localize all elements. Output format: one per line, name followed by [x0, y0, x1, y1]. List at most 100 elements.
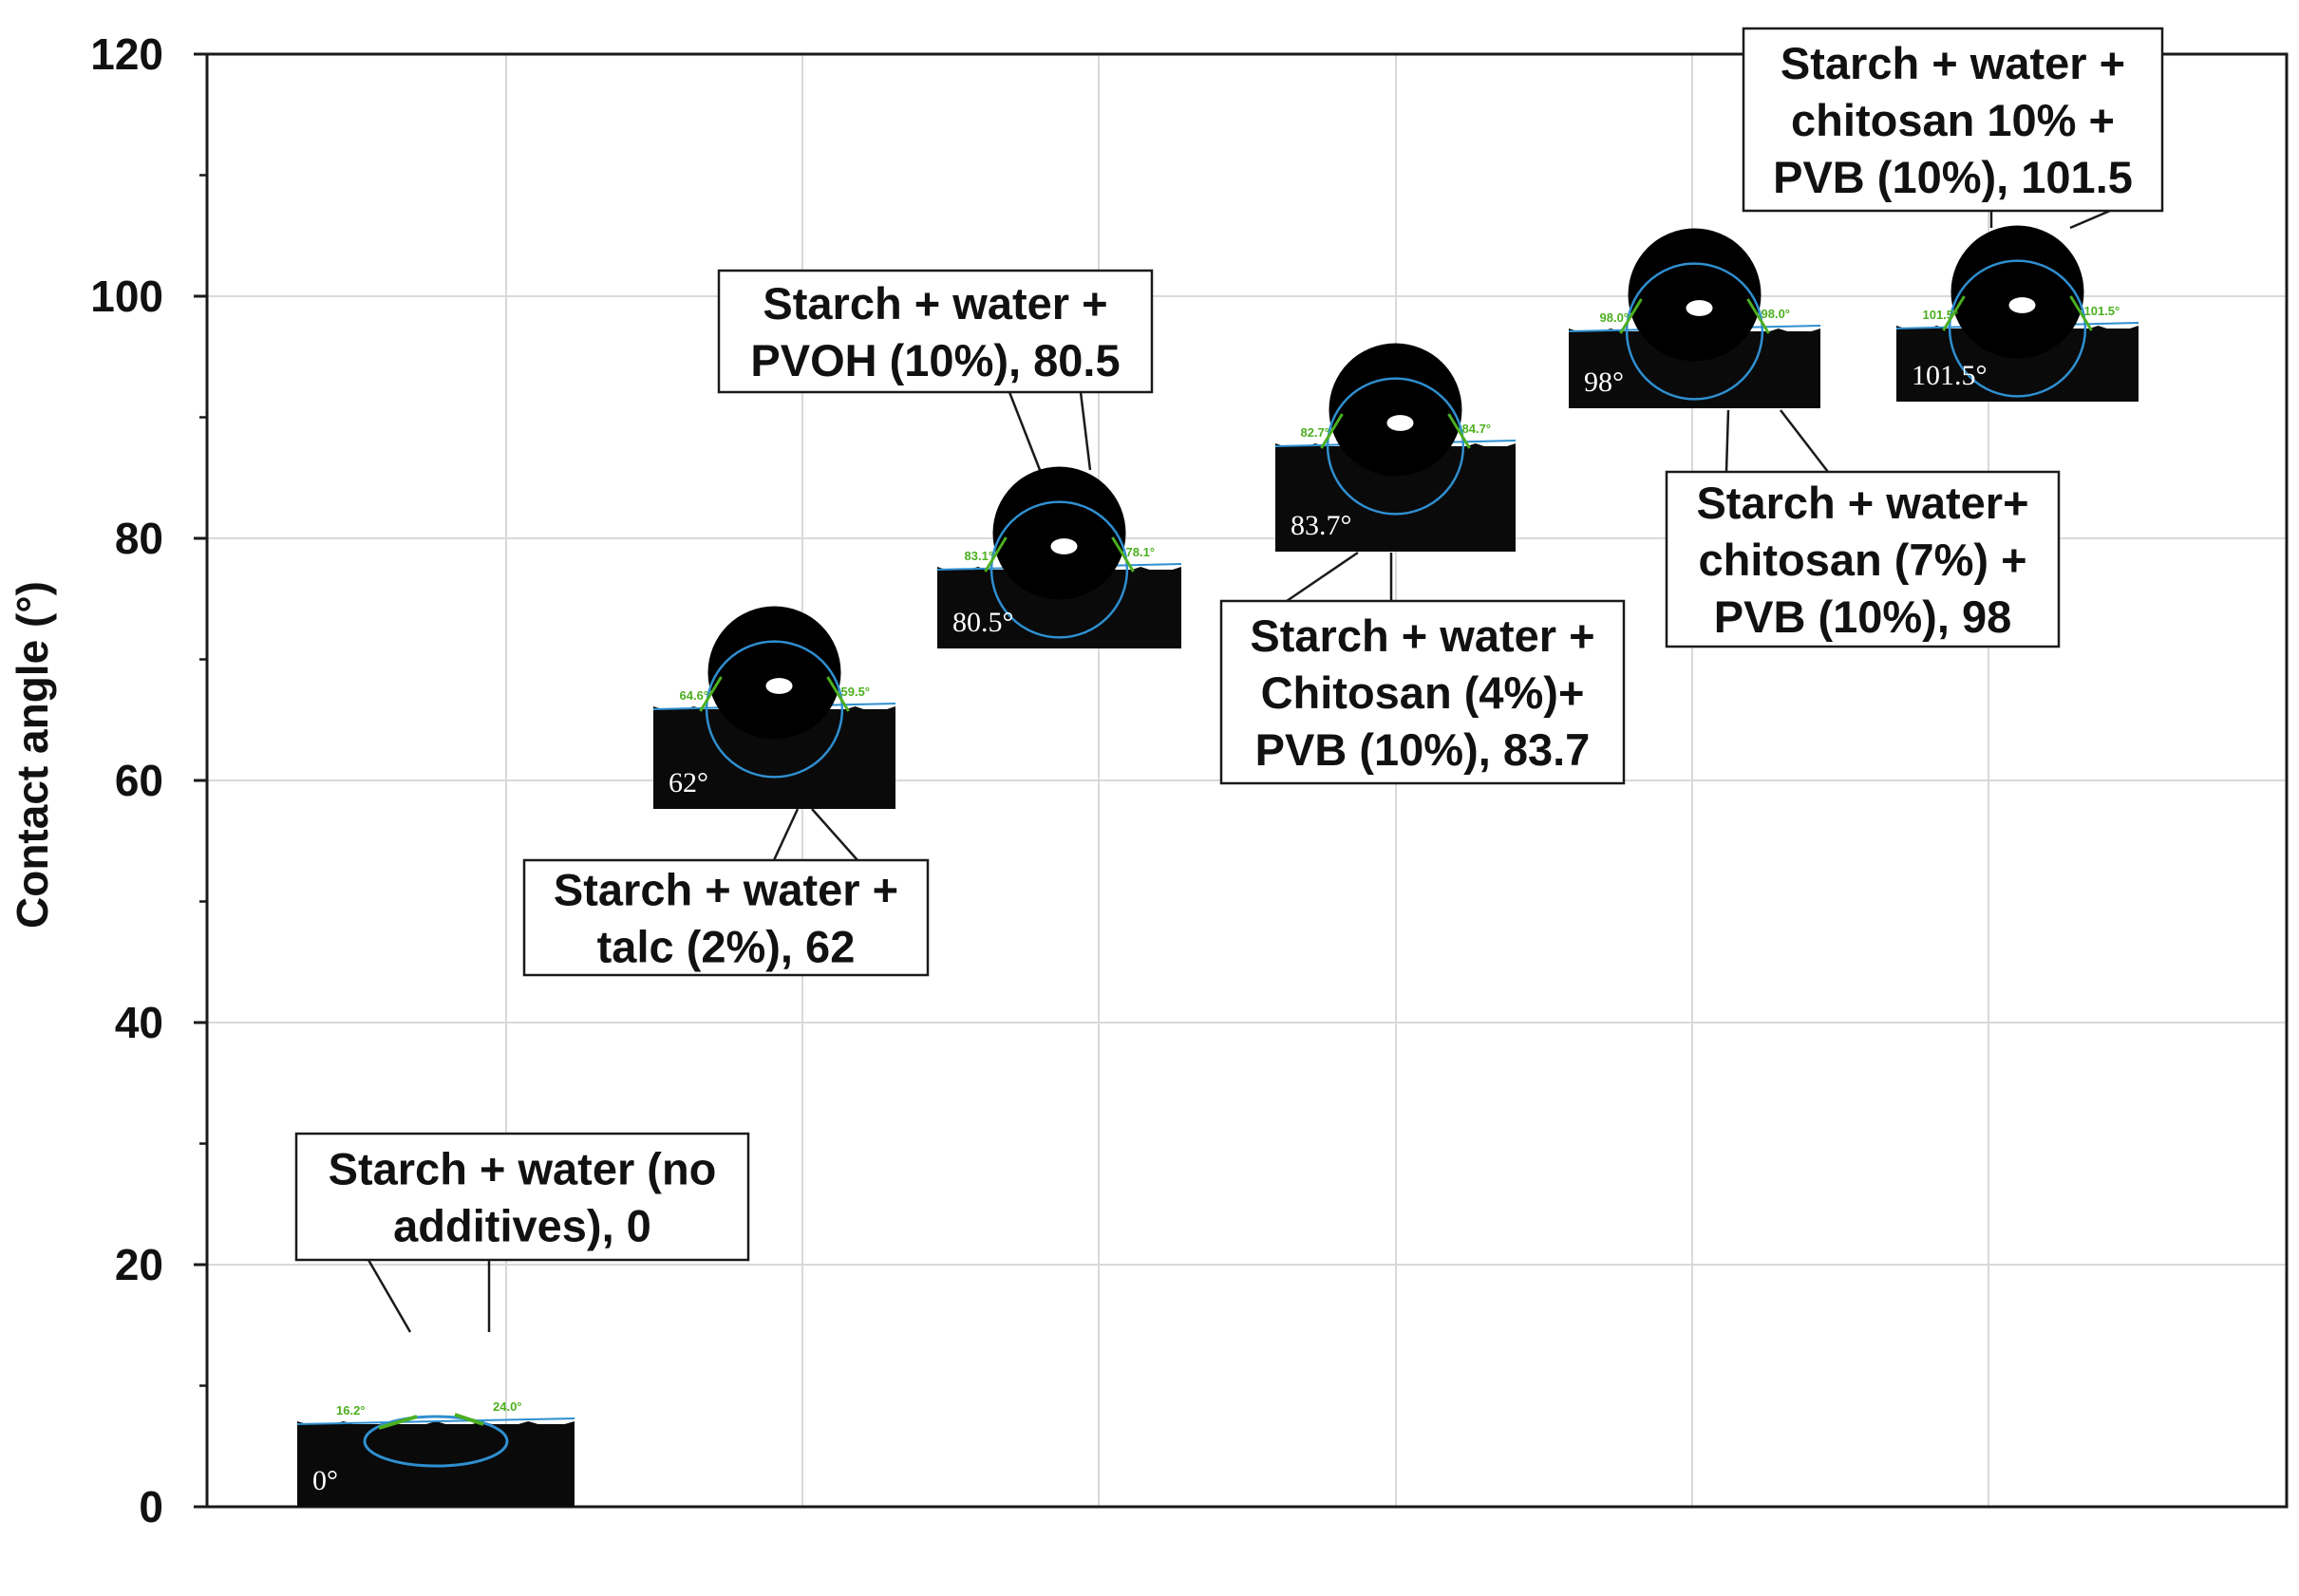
droplet-outline: [363, 1415, 509, 1468]
inset-left-angle: 101.5°: [1923, 308, 1959, 322]
baseline: [296, 1418, 575, 1425]
angle-marker: [1942, 295, 1966, 331]
data-point-callout: Starch + water + chitosan 10% + PVB (10%),…: [1742, 27, 2164, 230]
inset-right-angle: 24.0°: [493, 1399, 522, 1414]
callout-label-line: Starch + water+: [1696, 478, 2028, 528]
droplet-body: [1329, 343, 1462, 477]
angle-marker: [826, 676, 850, 712]
inset-angle-label: 62°: [669, 767, 708, 798]
inset-left-angle: 83.1°: [965, 549, 994, 563]
callout-label-line: PVB (10%), 101.5: [1773, 152, 2133, 202]
leader-line: [1724, 409, 1730, 473]
angle-marker: [2069, 295, 2093, 331]
angle-marker: [1447, 413, 1471, 449]
leader-line: [1079, 391, 1092, 471]
droplet-body: [707, 606, 841, 740]
callout-label-line: Starch + water +: [554, 865, 898, 915]
angle-marker: [454, 1413, 484, 1426]
callout-label-line: Starch + water +: [1781, 38, 2125, 88]
leader-line: [1008, 391, 1042, 471]
inset-right-angle: 101.5°: [2084, 304, 2120, 318]
droplet-photo: 98.0° 98.0° 98°: [1568, 228, 1821, 408]
y-tick-label: 120: [90, 29, 163, 79]
y-tick-label: 100: [90, 272, 163, 321]
y-tick-label: 40: [115, 998, 163, 1047]
y-axis-ticks: 0 20 40 60 80 100 120: [90, 29, 207, 1531]
droplet-outline: [1326, 377, 1465, 516]
inset-left-angle: 64.6°: [680, 688, 709, 703]
inset-right-angle: 78.1°: [1126, 545, 1156, 559]
inset-left-angle: 98.0°: [1600, 310, 1630, 325]
angle-marker: [1619, 298, 1643, 334]
inset-right-angle: 98.0°: [1762, 307, 1791, 321]
droplet-highlight: [765, 678, 793, 694]
callout-label-line: talc (2%), 62: [597, 922, 856, 972]
droplet-outline: [1948, 259, 2087, 398]
inset-left-angle: 82.7°: [1301, 425, 1330, 440]
callout-label-line: additives), 0: [393, 1201, 651, 1251]
leader-line: [367, 1259, 412, 1333]
droplet-photo: 101.5° 101.5° 101.5°: [1895, 225, 2139, 402]
callout-label-line: Starch + water +: [763, 278, 1107, 329]
callout-box: [1665, 470, 2061, 648]
angle-marker: [984, 536, 1008, 573]
droplet-body: [1628, 228, 1762, 362]
callout-box: [294, 1132, 750, 1262]
y-tick-label: 20: [115, 1240, 163, 1289]
angle-marker: [1746, 298, 1770, 334]
inset-angle-label: 101.5°: [1912, 360, 1988, 391]
data-point-callout: Starch + water +PVOH (10%), 80.5: [717, 269, 1154, 471]
inset-left-angle: 16.2°: [336, 1403, 366, 1418]
callout-label-line: Starch + water (no: [329, 1144, 717, 1194]
angle-marker: [1320, 413, 1344, 449]
inset-right-angle: 84.7°: [1462, 422, 1492, 436]
callout-label-line: Chitosan (4%)+: [1261, 667, 1585, 718]
callout-label-line: PVB (10%), 83.7: [1255, 724, 1591, 775]
callout-box: [522, 858, 930, 977]
leader-line: [772, 808, 800, 861]
droplet-outline: [705, 640, 844, 779]
droplet-outline: [1625, 262, 1764, 401]
inset-angle-label: 80.5°: [952, 607, 1014, 638]
leader-line: [1780, 409, 1829, 473]
callout-label-line: chitosan 10% +: [1791, 95, 2115, 145]
data-point-callout: Starch + water + Chitosan (4%)+ PVB (10%),…: [1219, 551, 1626, 785]
droplet-body: [992, 466, 1126, 600]
angle-marker: [699, 676, 723, 712]
callout-box: [1742, 27, 2164, 213]
droplet-highlight: [1050, 538, 1078, 554]
droplet-insets: 16.2°24.0°0°64.6°59.5°62°83.1°78.1°80.5°…: [296, 225, 2139, 1507]
callout-box: [717, 269, 1154, 394]
data-point-callout: Starch + water (no additives), 0: [294, 1132, 750, 1333]
callout-label-line: PVB (10%), 98: [1714, 591, 2011, 642]
droplet-photo: 16.2°24.0°0°: [296, 1399, 575, 1507]
substrate-edge: [297, 1421, 575, 1443]
leader-line: [2069, 209, 2111, 230]
inset-right-angle: 59.5°: [841, 685, 871, 699]
callout-label-line: chitosan (7%) +: [1698, 535, 2026, 585]
droplet-body: [1950, 225, 2084, 359]
angle-marker: [378, 1415, 418, 1430]
droplet-photo: 82.7° 84.7° 83.7°: [1274, 343, 1517, 552]
data-point-callout: Starch + water + talc (2%), 62: [522, 808, 930, 977]
y-tick-label: 0: [139, 1482, 163, 1531]
droplet-outline: [989, 500, 1129, 639]
angle-marker: [1111, 536, 1135, 573]
droplet-highlight: [1686, 300, 1713, 316]
callout-box: [1219, 599, 1626, 785]
leader-line: [811, 808, 858, 861]
y-tick-label: 80: [115, 514, 163, 563]
droplet-highlight: [2008, 297, 2036, 313]
y-axis-title: Contact angle (°): [8, 581, 57, 929]
callout-label-line: Starch + water +: [1250, 610, 1594, 661]
inset-angle-label: 83.7°: [1291, 510, 1352, 541]
y-tick-label: 60: [115, 756, 163, 805]
data-point-callout: Starch + water+ chitosan (7%) + PVB (10%),…: [1665, 409, 2061, 648]
droplet-photo: 64.6° 59.5° 62°: [652, 606, 896, 809]
droplet-photo: 83.1° 78.1° 80.5°: [936, 466, 1182, 648]
leader-line: [1286, 551, 1359, 603]
droplet-highlight: [1386, 415, 1414, 431]
inset-angle-label: 98°: [1584, 366, 1624, 398]
